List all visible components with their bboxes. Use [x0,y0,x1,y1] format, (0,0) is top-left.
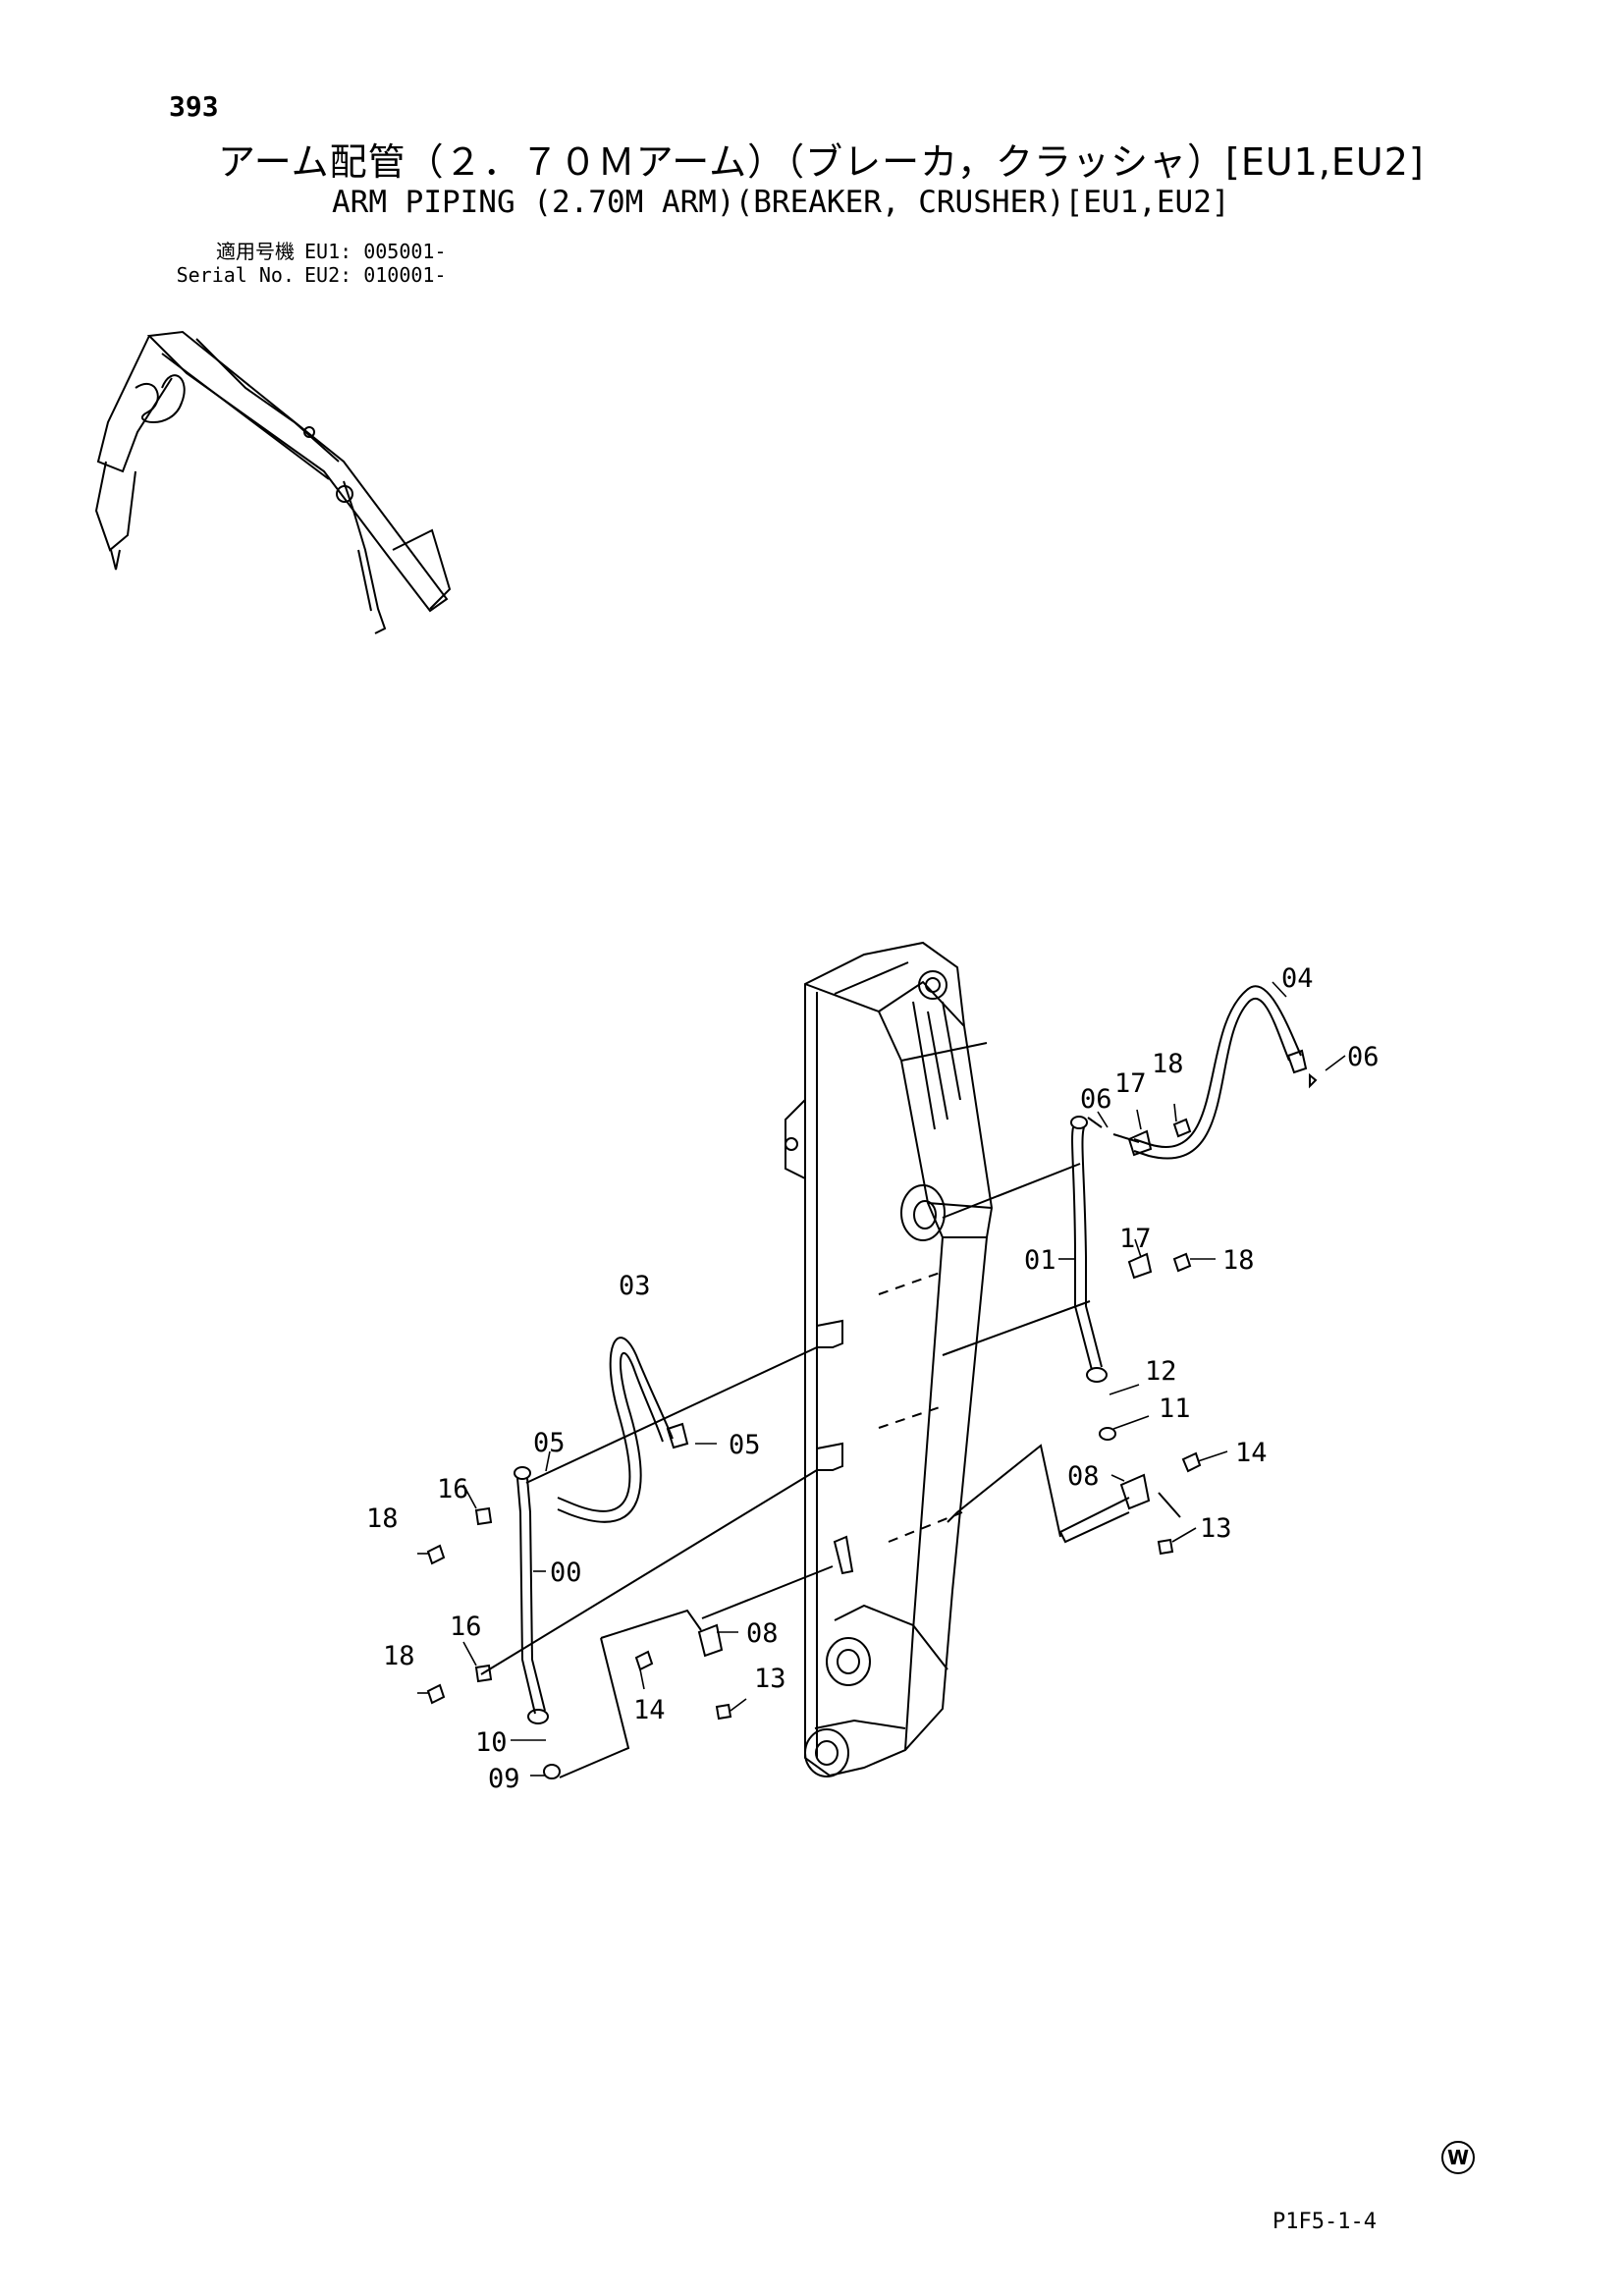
callout-17-top: 17 [1114,1068,1147,1099]
page-number: 393 [169,90,219,123]
w-circle-mark: W [1441,2141,1475,2174]
callout-05-right: 05 [729,1430,761,1460]
callout-05-left: 05 [533,1428,566,1458]
callout-06-right: 06 [1347,1042,1380,1072]
hidden-lines [878,1271,963,1543]
callout-18-left-top: 18 [366,1503,399,1534]
serial-number-block: 適用号機 EU1: 005001- Serial No. EU2: 010001- [169,240,447,287]
callout-03: 03 [619,1271,651,1301]
callout-08-left: 08 [746,1618,779,1649]
serial-row-eu2: Serial No. EU2: 010001- [169,263,447,287]
serial-label-english: Serial No. [176,263,295,287]
assembly-lines [480,1117,1181,1778]
callout-13-left: 13 [754,1664,786,1694]
pipe-01 [1070,1116,1116,1441]
callout-16-bottom: 16 [450,1612,482,1642]
callout-04: 04 [1281,963,1314,994]
callout-14-left: 14 [633,1695,666,1725]
overview-excavator-illustration [94,330,452,634]
hose-04 [1133,985,1318,1160]
leader-lines [417,981,1346,1777]
hose-03 [557,1337,689,1523]
callout-13-right: 13 [1200,1513,1232,1544]
callout-17-mid: 17 [1119,1224,1152,1254]
pipe-00 [514,1466,561,1779]
callout-18-top: 18 [1152,1049,1184,1079]
callout-18-left-bottom: 18 [383,1641,415,1671]
serial-value-eu1: EU1: 005001- [304,240,447,263]
callout-12: 12 [1145,1356,1177,1387]
callout-10: 10 [475,1727,508,1758]
callout-01: 01 [1024,1245,1056,1276]
page-title-english: ARM PIPING (2.70M ARM)(BREAKER, CRUSHER)… [332,185,1230,220]
serial-row-eu1: 適用号機 EU1: 005001- [169,240,447,263]
page-title-japanese: アーム配管（２．７０Ｍアーム）（ブレーカ，クラッシャ）[EU1,EU2] [218,140,1425,184]
callout-08-right: 08 [1067,1461,1100,1492]
callout-16-top: 16 [437,1474,469,1504]
callout-18-mid: 18 [1222,1245,1255,1276]
page-code: P1F5-1-4 [1272,2210,1377,2234]
callout-14-right: 14 [1235,1438,1268,1468]
callout-06-left: 06 [1080,1084,1112,1115]
callout-09: 09 [488,1764,520,1794]
callout-11: 11 [1159,1394,1191,1424]
hardware-parts [426,1118,1202,1721]
serial-value-eu2: EU2: 010001- [304,263,447,287]
callout-00: 00 [550,1558,582,1588]
callout-labels: 04 06 06 17 18 01 17 18 12 11 08 14 13 0… [366,963,1380,1794]
serial-label-japanese: 適用号機 [216,240,295,263]
arm-body [785,941,994,1777]
